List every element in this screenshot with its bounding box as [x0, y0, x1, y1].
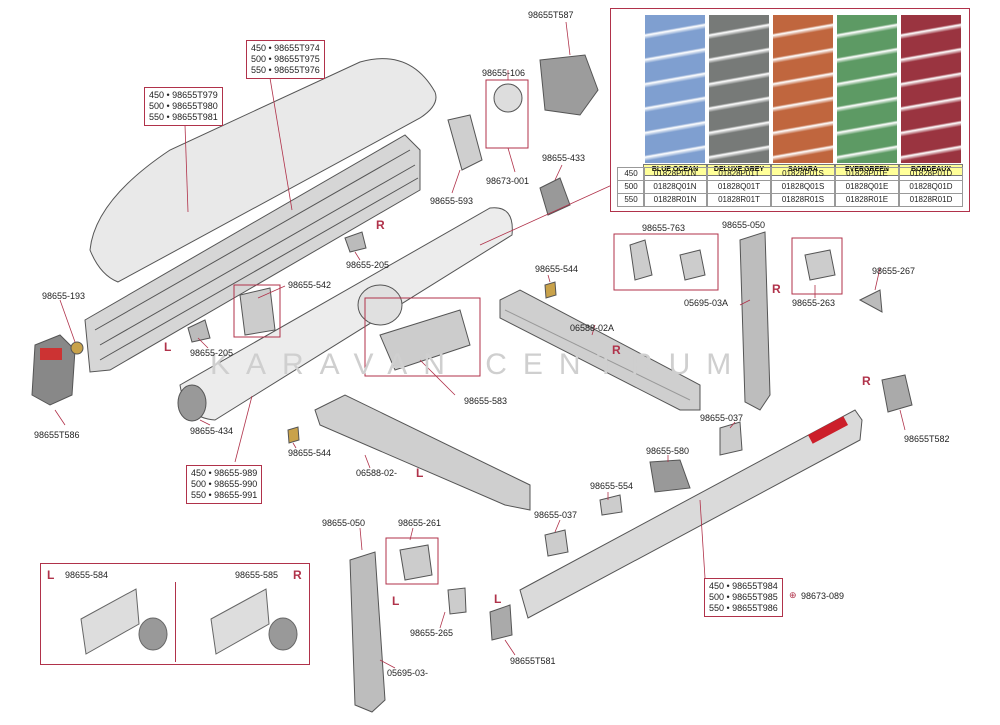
fabric-code: 01828P01S [771, 167, 835, 181]
part-label: 98655T581 [510, 656, 556, 666]
plus-icon: ⊕ [789, 590, 797, 600]
part-label: 98655-763 [642, 223, 686, 233]
part-label: 98655-544 [535, 264, 579, 274]
fabric-code: 01828R01N [643, 193, 707, 207]
right-side-marker: R [293, 568, 302, 582]
fabric-swatch-bordeaux [901, 15, 961, 163]
left-side-marker: L [392, 594, 400, 608]
right-side-marker: R [772, 282, 781, 296]
front-bar-shape [519, 409, 863, 619]
size-line: 450 • 98655-989 [191, 468, 258, 478]
part-label: 98655-263 [792, 298, 836, 308]
part-label: 98655-037 [534, 510, 578, 520]
part-label: 98655T587 [528, 10, 574, 20]
part-label: 98655-267 [872, 266, 916, 276]
left-side-marker: L [47, 568, 55, 582]
left-side-marker: L [416, 466, 424, 480]
fabric-code: 01828R01E [835, 193, 899, 207]
size-line: 450 • 98655T984 [709, 581, 778, 591]
size-line: 550 • 98655T986 [709, 603, 778, 613]
left-end-cap-shape [31, 334, 76, 406]
inset-divider [175, 582, 176, 662]
inset-drawing [80, 588, 298, 655]
left-arm-shape [314, 394, 531, 511]
right-leg-shape [739, 231, 771, 411]
part-label: 06588-02A [570, 323, 615, 333]
size-line: 450 • 98655T979 [149, 90, 218, 100]
part-label: 98673-089 [801, 591, 845, 601]
fabric-code: 01828P01E [835, 167, 899, 181]
part-label: 06588-02- [356, 468, 398, 478]
part-label: 98673-001 [486, 176, 530, 186]
size-line: 550 • 98655T976 [251, 65, 320, 75]
size-line: 500 • 98655T980 [149, 101, 218, 111]
part-label: 98655-050 [722, 220, 766, 230]
part-label: 98655-584 [65, 570, 109, 580]
part-label: 98655-433 [542, 153, 586, 163]
part-label: 05695-03- [387, 668, 429, 678]
part-label: 98655-593 [430, 196, 474, 206]
cassette-profile-shape [84, 134, 421, 373]
watermark-text: KARAVAN CENTRUM [210, 348, 748, 381]
right-side-marker: R [612, 343, 621, 357]
fabric-code: 01828P01T [707, 167, 771, 181]
fabric-size: 500 [617, 180, 645, 194]
size-line: 550 • 98655-991 [191, 490, 258, 500]
fabric-code: 01828Q01N [643, 180, 707, 194]
part-label: 98655-261 [398, 518, 442, 528]
left-leg-shape [349, 551, 386, 713]
fabric-code: 01828Q01S [771, 180, 835, 194]
left-side-marker: L [494, 592, 502, 606]
size-line: 550 • 98655T981 [149, 112, 218, 122]
part-label: 98655-434 [190, 426, 234, 436]
part-label: 98655-205 [346, 260, 390, 270]
right-side-marker: R [376, 218, 385, 232]
part-label: 98655-585 [235, 570, 279, 580]
fabric-code: 01828Q01T [707, 180, 771, 194]
fabric-swatch-grey [709, 15, 769, 163]
size-line: 450 • 98655T974 [251, 43, 320, 53]
right-end-cap-part [539, 54, 599, 116]
fabric-swatch-sahara [773, 15, 833, 163]
part-label: 98655-037 [700, 413, 744, 423]
part-label: 98655-554 [590, 481, 634, 491]
fabric-code: 01828P01N [643, 167, 707, 181]
part-label: 98655T586 [34, 430, 80, 440]
end-assembly-inset: L 98655-584 98655-585 R [40, 563, 310, 665]
size-line: 500 • 98655-990 [191, 479, 258, 489]
fabric-code: 01828P01D [899, 167, 963, 181]
part-label: 05695-03A [684, 298, 729, 308]
part-label: 98655-106 [482, 68, 526, 78]
front-cover-size-box: 450 • 98655T979 500 • 98655T980 550 • 98… [144, 87, 223, 126]
part-label: 98655-193 [42, 291, 86, 301]
fabric-swatch-evergreen [837, 15, 897, 163]
part-label: 98655-544 [288, 448, 332, 458]
left-side-marker: L [164, 340, 172, 354]
fabric-color-panel: BLUE OCEAN DELUXE GREY SAHARA EVERGREEN … [610, 8, 970, 212]
size-line: 500 • 98655T985 [709, 592, 778, 602]
part-label: 98655-265 [410, 628, 454, 638]
fabric-size: 450 [617, 167, 645, 181]
part-label: 98655-050 [322, 518, 366, 528]
fabric-swatch-blue [645, 15, 705, 163]
top-cover-size-box: 450 • 98655T974 500 • 98655T975 550 • 98… [246, 40, 325, 79]
fabric-code: 01828R01T [707, 193, 771, 207]
part-label: 98655-542 [288, 280, 332, 290]
top-cover-shape [89, 58, 437, 283]
part-label: 98655T582 [904, 434, 950, 444]
roller-size-box: 450 • 98655-989 500 • 98655-990 550 • 98… [186, 465, 263, 504]
fabric-size: 550 [617, 193, 645, 207]
front-bar-size-box: 450 • 98655T984 500 • 98655T985 550 • 98… [704, 578, 783, 617]
fabric-code: 01828R01S [771, 193, 835, 207]
fabric-code: 01828R01D [899, 193, 963, 207]
fabric-code: 01828Q01D [899, 180, 963, 194]
part-label: 98655-205 [190, 348, 234, 358]
right-side-marker: R [862, 374, 871, 388]
fabric-code: 01828Q01E [835, 180, 899, 194]
part-label: 98655-583 [464, 396, 508, 406]
size-line: 500 • 98655T975 [251, 54, 320, 64]
part-label: 98655-580 [646, 446, 690, 456]
